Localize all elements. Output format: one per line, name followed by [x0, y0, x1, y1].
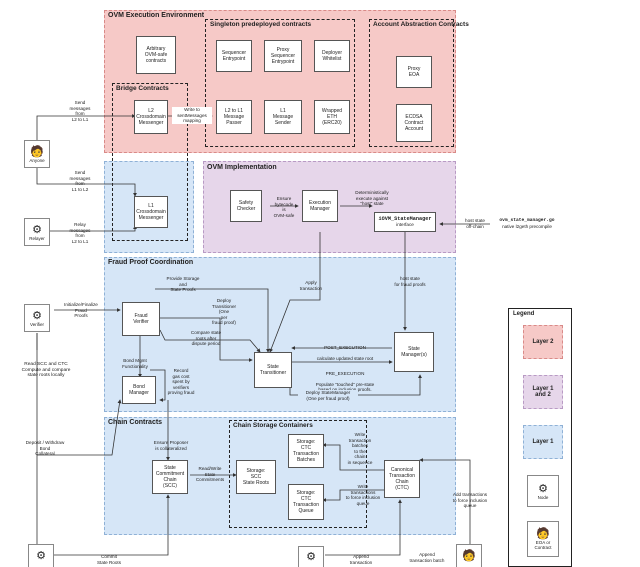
ctc-transaction-queue-storage-box[interactable]: Storage: CTC Transaction Queue [288, 484, 324, 520]
label-read-scc: Read SCC and CTC Compute and compare sta… [21, 362, 71, 378]
label-provide-storage: Provide Storage and State Proofs [166, 276, 200, 292]
post-exec-title: POST_EXECUTION [324, 344, 366, 350]
label-deploy-transitioner: Deploy Transitioner (One per fraud proof… [211, 298, 237, 325]
person-icon: 🧑 [462, 550, 476, 562]
label-ensure-safe: Ensure bytecode is OVM-safe [273, 196, 295, 218]
singleton-title: Singleton predeployed contracts [210, 21, 312, 28]
legend-title: Legend [513, 311, 535, 317]
legend-layer12-swatch: Layer 1 and 2 [523, 375, 563, 409]
singleton-container [205, 19, 355, 147]
actor-relayer[interactable]: ⚙ Relayer [24, 218, 50, 246]
legend-node-label: Node [537, 494, 549, 500]
label-send-l1-l2: Send messages from L1 to L2 [69, 170, 91, 192]
label-write-batches: Write transaction batches to the chain i… [347, 432, 373, 465]
label-send-l2-l1: Send messages from L2 to L1 [69, 100, 91, 122]
label-ensure-proposer: Ensure Proposer is collateralized [153, 440, 189, 451]
chain-storage-title: Chain Storage Containers [233, 422, 313, 429]
region-title-ovm-execution: OVM Execution Environment [108, 12, 205, 19]
label-post-exec: POST_EXECUTION calculate updated state r… [300, 339, 390, 367]
l2-crossdomain-messenger-box[interactable]: L2 Crossdomain Messenger [134, 100, 168, 134]
l1-crossdomain-messenger-box[interactable]: L1 Crossdomain Messenger [134, 196, 168, 228]
legend-eoa-label: EOA or Contract [534, 540, 552, 550]
actor-relayer-label: Relayer [29, 235, 45, 241]
label-deposit: Deposit / Withdraw Bond Collateral [25, 440, 65, 456]
bond-manager-box[interactable]: Bond Manager [122, 376, 156, 404]
bridge-container [112, 83, 188, 241]
state-commitment-chain-box[interactable]: State Commitment Chain (SCC) [152, 460, 188, 494]
label-pre-exec: PRE_EXECUTION Populate "touched" pre-sta… [300, 365, 390, 398]
actor-anyone-label: Anyone [29, 157, 45, 163]
execution-manager-box[interactable]: Execution Manager [302, 190, 338, 222]
label-apply-tx: Apply transaction [299, 280, 323, 291]
sequencer-entrypoint-box[interactable]: Sequencer Entrypoint [216, 40, 252, 72]
label-det-exec: Deterministically execute against "host"… [355, 190, 389, 206]
account-abstraction-title: Account Abstraction Contracts [373, 21, 469, 28]
fraud-verifier-box[interactable]: Fraud Verifier [122, 302, 160, 336]
wrapped-eth-box[interactable]: Wrapped ETH (ERC20) [314, 100, 350, 134]
robot-node-icon: ⚙ [538, 482, 548, 495]
robot-node-icon: ⚙ [36, 550, 46, 562]
state-manager-box[interactable]: State Manager(s) [391, 329, 434, 372]
safety-checker-box[interactable]: Safety Checker [230, 190, 262, 222]
label-host-offchain: host state off-chain [465, 218, 485, 229]
l2-to-l1-message-passer-box[interactable]: L2 to L1 Message Passer [216, 100, 252, 134]
robot-node-icon: ⚙ [32, 309, 42, 322]
pre-exec-sub: Populate "touched" pre-state based on in… [315, 381, 375, 393]
proxy-sequencer-entrypoint-box[interactable]: Proxy Sequencer Entrypoint [264, 40, 302, 72]
label-add-force: Add transactions to force inclusion queu… [452, 492, 488, 508]
state-transitioner-box[interactable]: State Transitioner [251, 349, 292, 388]
state-manager-interface-sub: interface [396, 222, 414, 227]
actor-anyone[interactable]: 🧑 Anyone [24, 140, 50, 168]
person-icon: 🧑 [536, 528, 550, 540]
region-title-chain-contracts: Chain Contracts [108, 419, 163, 426]
canonical-transaction-chain-box[interactable]: Canonical Transaction Chain (CTC) [384, 460, 420, 498]
ctc-transaction-batches-storage-box[interactable]: Storage: CTC Transaction Batches [288, 434, 324, 468]
label-deploy-state-manager: Deploy StateManager (One per fraud proof… [298, 390, 358, 401]
actor-verifier-label: Verifier [29, 321, 44, 327]
region-title-fraud-proof: Fraud Proof Coordination [108, 259, 194, 266]
proxy-eoa-box[interactable]: Proxy EOA [393, 53, 432, 88]
arbitrary-ovm-contracts-box[interactable]: Arbitrary OVM-safe contracts [133, 33, 176, 74]
label-append-batch: Append transaction batch [409, 552, 445, 563]
actor-node-bottom-middle[interactable]: ⚙ [298, 546, 324, 567]
scc-state-roots-storage-box[interactable]: Storage: SCC State Roots [236, 460, 276, 494]
legend-node: ⚙ Node [527, 475, 559, 507]
post-exec-sub: calculate updated state root [316, 355, 374, 361]
deployer-whitelist-box[interactable]: Deployer Whitelist [314, 40, 350, 72]
state-manager-interface-box[interactable]: iOVM_StateManager interface [374, 212, 436, 232]
label-record-gas: Record gas cost spent by verifiers provi… [167, 368, 195, 395]
label-write-force: Write transactions to force inclusion qu… [345, 484, 381, 506]
label-relay: Relay messages from L2 to L1 [69, 222, 91, 244]
l1-message-sender-box[interactable]: L1 Message Sender [264, 100, 302, 134]
geth-precompile-label: ovm_state_manager.go native l2geth preco… [492, 214, 562, 234]
state-manager-interface-name: iOVM_StateManager [378, 216, 432, 222]
actor-node-bottom-left[interactable]: ⚙ [28, 544, 54, 567]
legend: Legend Layer 2 Layer 1 and 2 Layer 1 ⚙ N… [508, 308, 572, 567]
region-title-ovm-implementation: OVM Implementation [207, 164, 277, 171]
legend-eoa: 🧑 EOA or Contract [527, 521, 559, 557]
actor-verifier[interactable]: ⚙ Verifier [24, 304, 50, 332]
label-read-write-state: Read/Write State Commitments [195, 466, 225, 482]
label-compare-roots: Compare state roots after dispute period [190, 330, 222, 346]
label-init-finalize: Initialize/Finalize Fraud Proofs [64, 302, 98, 318]
pre-exec-title: PRE_EXECUTION [325, 370, 365, 376]
label-commit: Commit State Roots [96, 554, 121, 565]
account-abstraction-container [369, 19, 454, 147]
label-write-passer: Write to sentMessages mapping [172, 107, 212, 124]
chain-storage-container [229, 420, 367, 528]
label-bond-mgmt: Bond Mgmt Functionality [122, 358, 148, 369]
geth-precompile-name: ovm_state_manager.go [499, 218, 555, 223]
legend-layer2-swatch: Layer 2 [523, 325, 563, 359]
label-host-proofs: host state for fraud proofs [394, 276, 426, 287]
ecdsa-contract-account-box[interactable]: ECDSA Contract Account [393, 101, 432, 142]
label-append-tx: Append transaction [349, 554, 373, 565]
geth-precompile-sub: native l2geth precompile [502, 224, 552, 229]
robot-node-icon: ⚙ [306, 551, 316, 563]
bridge-title: Bridge Contracts [116, 85, 169, 92]
robot-node-icon: ⚙ [32, 223, 42, 236]
actor-eoa-bottom-right[interactable]: 🧑 [456, 544, 482, 567]
person-icon: 🧑 [30, 145, 44, 158]
legend-layer1-swatch: Layer 1 [523, 425, 563, 459]
